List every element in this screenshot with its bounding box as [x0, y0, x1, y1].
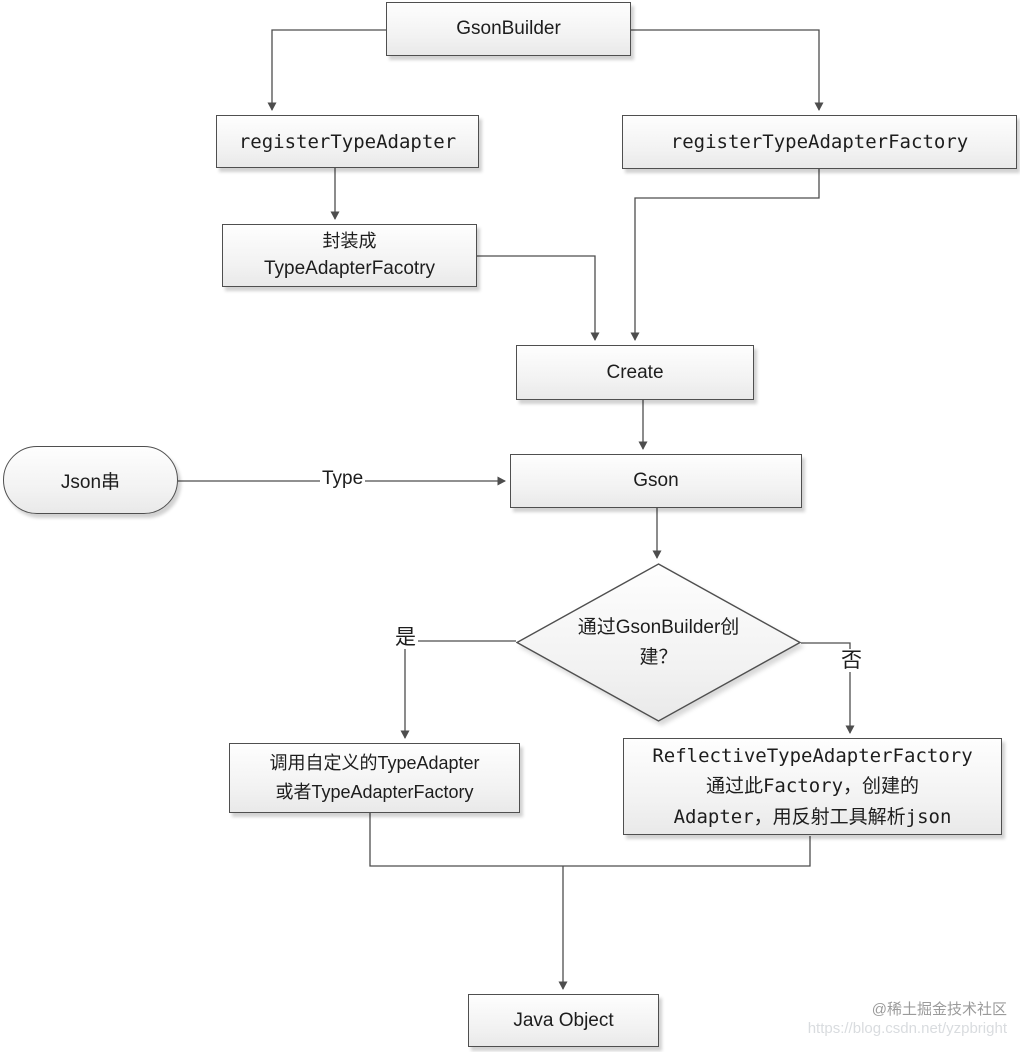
watermark: @稀土掘金技术社区 https://blog.csdn.net/yzpbrigh…	[808, 1001, 1007, 1039]
node-gsonbuilder: GsonBuilder	[386, 2, 631, 56]
edge-gsonbuilder-to-registertypeadapterfactory	[631, 29, 824, 111]
watermark-url: https://blog.csdn.net/yzpbright	[807, 1019, 1007, 1037]
node-jsonstring-label: Json串	[60, 471, 121, 493]
node-reflectivefactory: ReflectiveTypeAdapterFactory 通过此Factory，…	[623, 738, 1002, 835]
edge-gsonbuilder-to-registertypeadapter	[267, 29, 386, 111]
node-decision: 通过GsonBuilder创 建？	[516, 563, 801, 722]
edge-label-no: 否	[839, 648, 864, 673]
node-wrapfactory-line1: 封装成	[322, 230, 377, 251]
node-reflectivefactory-line3: Adapter，用反射工具解析json	[673, 805, 952, 828]
node-jsonstring: Json串	[3, 446, 178, 514]
node-gson-label: Gson	[633, 470, 679, 491]
node-registertypeadapterfactory-label: registerTypeAdapterFactory	[670, 131, 969, 153]
watermark-community: @稀土掘金技术社区	[871, 1001, 1007, 1018]
node-decision-label: 通过GsonBuilder创 建？	[534, 563, 783, 722]
node-decision-line2: 建？	[639, 646, 678, 668]
node-create-label: Create	[606, 361, 664, 383]
node-customadapter: 调用自定义的TypeAdapter 或者TypeAdapterFactory	[229, 743, 520, 813]
node-reflectivefactory-line1: ReflectiveTypeAdapterFactory	[652, 744, 973, 767]
node-javaobject-label: Java Object	[513, 1009, 614, 1031]
node-customadapter-line2: 或者TypeAdapterFactory	[275, 782, 474, 802]
edge-decision-no-to-reflectivefactory	[801, 642, 855, 734]
edge-wrapfactory-to-create	[477, 255, 600, 341]
node-customadapter-line1: 调用自定义的TypeAdapter	[269, 753, 480, 774]
node-gson: Gson	[510, 454, 802, 508]
node-registertypeadapter: registerTypeAdapter	[216, 115, 479, 168]
node-decision-line1: 通过GsonBuilder创	[577, 617, 740, 639]
node-registertypeadapterfactory: registerTypeAdapterFactory	[622, 115, 1017, 169]
node-registertypeadapter-label: registerTypeAdapter	[238, 130, 457, 153]
decision-diamond-shape	[516, 563, 801, 722]
edge-merge-line	[369, 813, 811, 867]
node-create: Create	[516, 345, 754, 400]
node-reflectivefactory-line2: 通过此Factory，创建的	[705, 775, 920, 798]
node-javaobject: Java Object	[468, 994, 659, 1047]
edge-registertypeadapterfactory-to-create	[630, 169, 820, 341]
edge-decision-yes-to-customadapter	[400, 640, 516, 739]
node-wrapfactory-line2: TypeAdapterFacotry	[263, 257, 436, 279]
node-wrapfactory: 封装成 TypeAdapterFacotry	[222, 224, 477, 287]
node-gsonbuilder-label: GsonBuilder	[456, 18, 561, 39]
edge-label-yes: 是	[393, 625, 418, 650]
edge-label-type: Type	[320, 468, 366, 490]
